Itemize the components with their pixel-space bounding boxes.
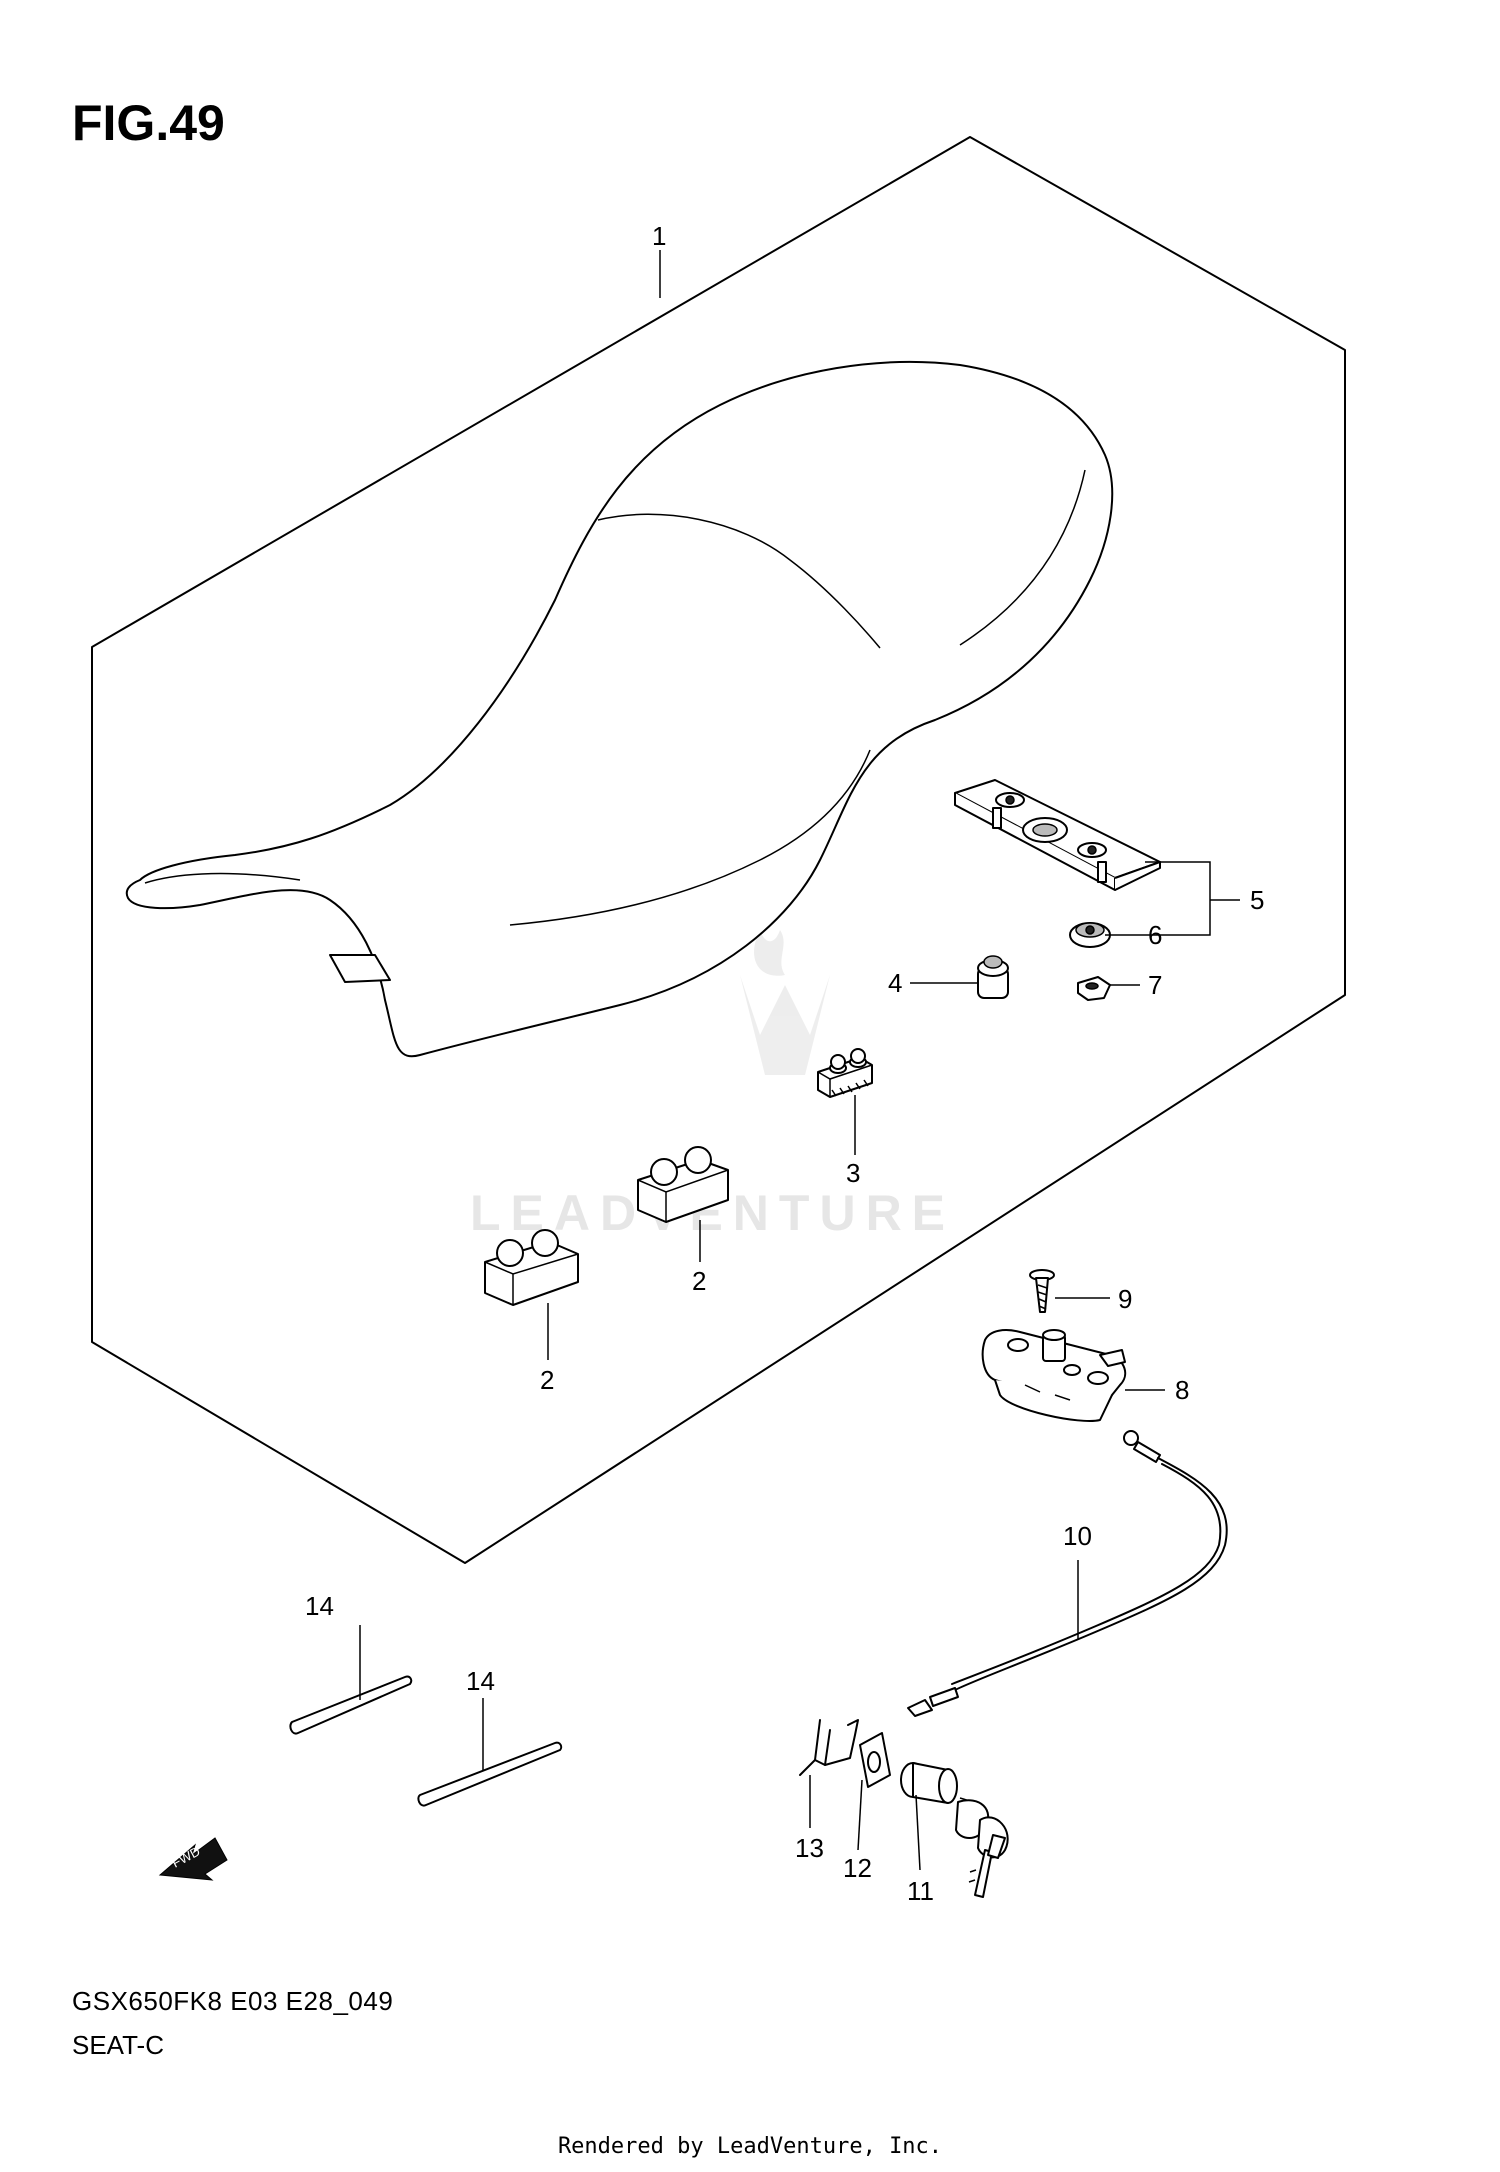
callouts: 1 5 6 4 7 3 2 2 9 8 10 14 14 13 12 11	[305, 221, 1264, 1906]
callout-3: 3	[846, 1158, 860, 1188]
callout-5: 5	[1250, 885, 1264, 915]
leader-lines	[359, 250, 1240, 1871]
key-lock-part	[900, 1762, 1009, 1898]
callout-12: 12	[843, 1853, 872, 1883]
hinge-plate-part	[954, 779, 1161, 891]
callout-11: 11	[907, 1876, 934, 1906]
cushion-small-part	[817, 1048, 873, 1098]
nut-part	[1077, 976, 1111, 1001]
bracket-part	[799, 1719, 859, 1776]
callout-6: 6	[1148, 920, 1162, 950]
model-code-label: GSX650FK8 E03 E28_049	[72, 1986, 394, 2016]
cushion-lower-part	[484, 1229, 579, 1306]
lock-plate-part	[859, 1732, 891, 1788]
assembly-name-label: SEAT-C	[72, 2030, 164, 2060]
seat-lock-cable-part	[907, 1430, 1228, 1717]
callout-13: 13	[795, 1833, 824, 1863]
callout-8: 8	[1175, 1375, 1189, 1405]
callout-1: 1	[652, 221, 666, 251]
label-sticker-lower-part	[417, 1741, 563, 1807]
screw-part	[1029, 1269, 1055, 1313]
callout-4: 4	[888, 968, 902, 998]
assembly-box	[91, 136, 1346, 1564]
render-credit: Rendered by LeadVenture, Inc.	[557, 2134, 943, 2159]
callout-9: 9	[1118, 1284, 1132, 1314]
callout-14-lower: 14	[466, 1666, 495, 1696]
cushion-upper-part	[637, 1146, 729, 1223]
callout-2-upper: 2	[692, 1266, 706, 1296]
forward-arrow-icon: FWD	[158, 1837, 228, 1881]
watermark-logo	[740, 930, 830, 1075]
callout-14-upper: 14	[305, 1591, 334, 1621]
callout-2-lower: 2	[540, 1365, 554, 1395]
figure-title: FIG.49	[72, 95, 225, 151]
callout-7: 7	[1148, 970, 1162, 1000]
lock-base-part	[981, 1329, 1127, 1422]
damper-part	[977, 955, 1009, 999]
seat-assembly	[125, 360, 1114, 1058]
label-sticker-upper-part	[289, 1675, 413, 1735]
cushion-part	[1069, 922, 1111, 948]
callout-10: 10	[1063, 1521, 1092, 1551]
